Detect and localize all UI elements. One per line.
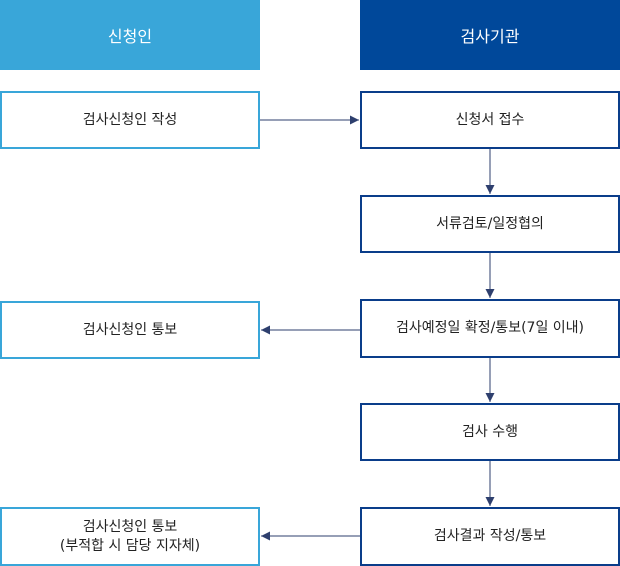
step-receive: 신청서 접수 [360, 91, 620, 149]
step-result: 검사결과 작성/통보 [360, 507, 620, 566]
step-receive-label: 신청서 접수 [455, 111, 525, 128]
inspection-agency-header-label: 검사기관 [460, 27, 520, 46]
step-notify-schedule: 검사신청인 통보 [0, 301, 260, 359]
step-notify-result: 검사신청인 통보 (부적합 시 담당 지자체) [0, 507, 260, 566]
applicant-header-label: 신청인 [107, 27, 153, 46]
step-confirm: 검사예정일 확정/통보(7일 이내) [360, 299, 620, 358]
step-review: 서류검토/일정협의 [360, 195, 620, 253]
step-write-request-label: 검사신청인 작성 [82, 111, 178, 128]
step-notify-result-line2: (부적합 시 담당 지자체) [59, 537, 201, 554]
step-write-request: 검사신청인 작성 [0, 91, 260, 149]
step-result-label: 검사결과 작성/통보 [433, 528, 547, 544]
inspection-agency-header: 검사기관 [360, 0, 620, 70]
applicant-header: 신청인 [0, 0, 260, 70]
step-notify-schedule-label: 검사신청인 통보 [82, 321, 178, 338]
step-review-label: 서류검토/일정협의 [436, 215, 544, 232]
step-notify-result-line1: 검사신청인 통보 [82, 518, 178, 535]
step-perform-label: 검사 수행 [462, 423, 518, 440]
step-confirm-label: 검사예정일 확정/통보(7일 이내) [395, 320, 584, 336]
step-perform: 검사 수행 [360, 403, 620, 461]
